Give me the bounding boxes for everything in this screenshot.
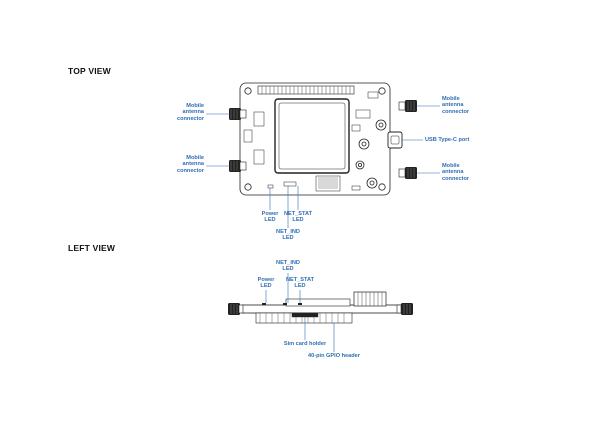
callout-net-stat-led: NET_STAT LED [283,211,313,224]
callout-gpio-header: 40-pin GPIO header [308,353,360,359]
antenna-connector-icon [396,303,413,315]
callout-net-ind-led: NET_IND LED [276,229,300,242]
antenna-connector-icon [398,167,417,179]
top-antenna-connectors [229,100,417,179]
callout-power-led: Power LED [261,211,279,224]
left-view-board [241,291,413,324]
antenna-connector-icon [228,303,244,315]
callout-left-net-stat-led: NET_STAT LED [285,277,315,290]
callout-left-power-led: Power LED [257,277,275,290]
antenna-connector-icon [229,160,247,172]
callout-sim-holder: Sim card holder [283,341,327,347]
top-view-board [239,82,403,196]
callout-antenna-bottom-left: Mobile antenna connector [176,155,204,174]
callout-antenna-bottom-right: Mobile antenna connector [442,163,470,182]
top-view-title: TOP VIEW [68,66,111,76]
callout-antenna-top-left: Mobile antenna connector [176,103,204,122]
callout-usb-port: USB Type-C port [425,137,470,143]
left-leader-lines [265,273,335,352]
antenna-connector-icon [398,100,417,112]
left-antenna-connectors [228,303,413,315]
antenna-connector-icon [229,108,247,120]
callout-left-net-ind-led: NET_IND LED [276,260,300,273]
top-leader-lines [206,105,440,228]
left-view-title: LEFT VIEW [68,243,116,253]
callout-antenna-top-right: Mobile antenna connector [442,96,470,115]
